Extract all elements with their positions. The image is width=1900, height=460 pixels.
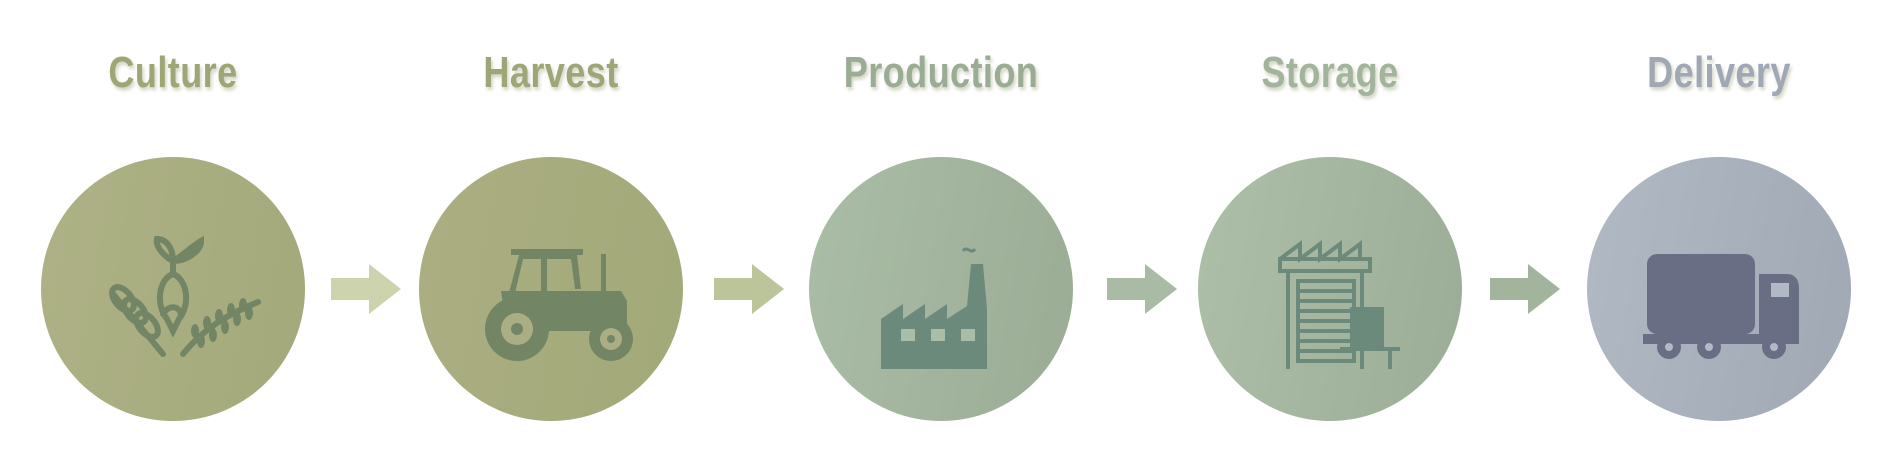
- step-circle-production: [809, 157, 1073, 421]
- tractor-icon: [485, 249, 633, 361]
- step-title-delivery: Delivery: [1647, 48, 1791, 97]
- arrow-right-icon: [1107, 264, 1177, 314]
- factory-icon: [881, 247, 987, 369]
- arrow-right-icon: [1490, 264, 1560, 314]
- step-title-storage: Storage: [1261, 48, 1399, 97]
- arrow-right-icon: [714, 264, 784, 314]
- step-title-culture: Culture: [108, 48, 238, 97]
- step-title-production: Production: [843, 48, 1039, 97]
- crops-icon: [109, 235, 261, 357]
- step-circle-harvest: [419, 157, 683, 421]
- arrow-right-icon: [331, 264, 401, 314]
- step-circle-storage: [1198, 157, 1462, 421]
- step-circle-culture: [41, 157, 305, 421]
- step-title-harvest: Harvest: [483, 48, 619, 97]
- truck-icon: [1643, 254, 1799, 359]
- step-circle-delivery: [1587, 157, 1851, 421]
- warehouse-icon: [1278, 240, 1400, 369]
